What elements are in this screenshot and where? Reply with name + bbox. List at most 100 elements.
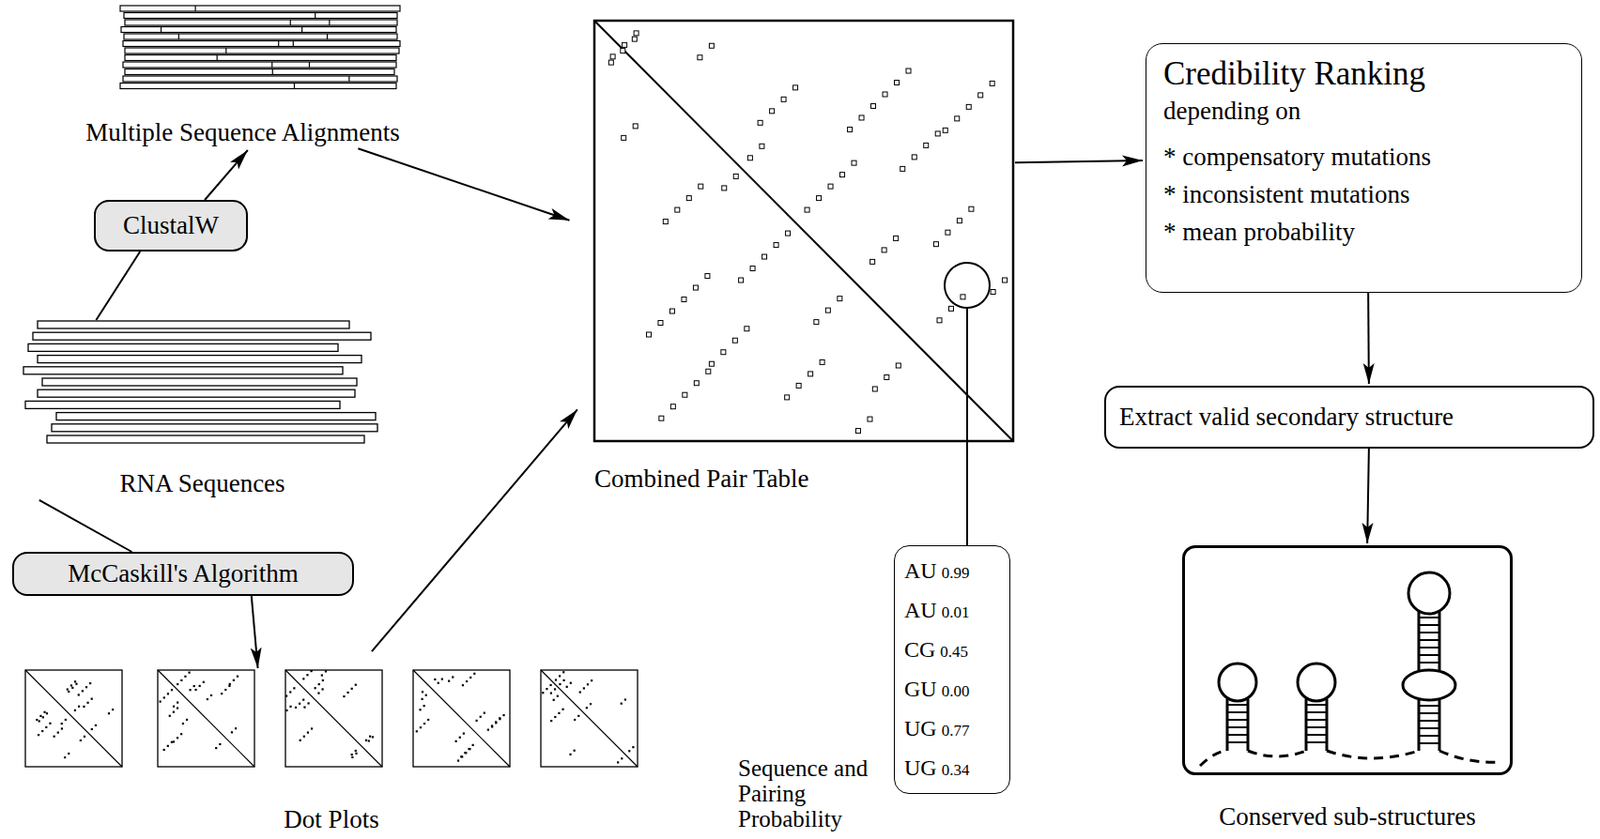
alignment-row	[120, 5, 400, 12]
dot	[172, 740, 175, 743]
pair-mark	[682, 392, 688, 398]
pair-mark	[785, 230, 791, 236]
pair-mark	[633, 30, 639, 36]
base-pair	[1418, 712, 1440, 715]
dot	[299, 739, 302, 742]
pair-mark	[697, 55, 703, 61]
leader-line	[966, 307, 969, 546]
dot	[193, 685, 196, 688]
dot	[447, 680, 450, 683]
alignment-gap	[271, 61, 273, 68]
dot	[167, 692, 170, 695]
pair-mark	[658, 321, 663, 326]
dot	[91, 728, 93, 731]
dot	[302, 699, 305, 702]
pair-mark	[622, 42, 628, 47]
dot	[86, 702, 89, 705]
dot	[46, 712, 48, 715]
process-box: McCaskill's Algorithm	[12, 552, 354, 597]
dot	[163, 749, 166, 752]
flow-arrow	[357, 148, 570, 220]
base-pair	[1227, 734, 1248, 737]
base-pair	[1418, 616, 1440, 619]
dot	[324, 670, 327, 673]
dot	[579, 691, 582, 693]
alignment-gap	[328, 19, 330, 26]
dot	[423, 723, 426, 725]
sequence-bar	[56, 413, 376, 421]
dot	[550, 720, 553, 723]
alignment-gap	[326, 33, 328, 40]
alignment-gap	[314, 13, 316, 19]
dot	[81, 690, 84, 693]
dot	[483, 712, 486, 715]
alignment-gap	[290, 19, 292, 26]
dot	[74, 709, 77, 712]
pair-mark	[757, 120, 763, 125]
pair-mark	[659, 415, 664, 421]
dot	[289, 706, 292, 708]
dot	[167, 745, 170, 748]
pair-mark	[759, 143, 765, 149]
figure-label: RNA Sequences	[119, 469, 285, 499]
dot	[460, 755, 462, 758]
dot	[628, 750, 631, 753]
figure-node: Combined Pair Table	[594, 20, 1014, 494]
pair-mark	[935, 131, 940, 137]
sequence-bar	[25, 400, 340, 409]
pair-mark	[681, 297, 687, 303]
alignment-gap	[308, 61, 310, 68]
dot	[292, 687, 295, 690]
dot	[421, 698, 424, 701]
dot	[491, 725, 493, 728]
alignment-row	[124, 47, 400, 54]
dot	[415, 730, 418, 733]
pair-mark	[937, 318, 942, 324]
dot	[298, 703, 301, 706]
pair-table-square	[594, 20, 1014, 442]
base-pair	[1418, 646, 1440, 649]
dot	[441, 678, 444, 681]
dot	[172, 706, 175, 708]
box-text: * mean probability	[1163, 213, 1565, 251]
dot	[322, 679, 324, 682]
dot	[437, 682, 440, 685]
pair-mark	[784, 395, 790, 400]
base-pair	[1418, 705, 1440, 708]
dot	[107, 712, 110, 715]
dot	[180, 733, 183, 736]
dot	[354, 684, 357, 687]
dot	[303, 736, 306, 739]
pair-mark	[769, 108, 775, 114]
base-pair	[1418, 735, 1440, 738]
dot-plot-square	[25, 670, 123, 768]
pair-mark	[884, 374, 890, 380]
base-pair	[1418, 624, 1440, 627]
base-pair-name: UG	[904, 716, 938, 741]
pair-mark	[989, 80, 995, 86]
dot	[220, 692, 223, 695]
dot	[43, 711, 46, 714]
pair-mark	[620, 48, 626, 54]
dot	[354, 750, 357, 753]
dot	[70, 684, 73, 687]
base-pair-name: GU	[904, 676, 938, 702]
base-pair-name: CG	[904, 637, 936, 662]
dot	[354, 753, 357, 755]
flow-arrow	[204, 150, 248, 200]
dot	[234, 727, 237, 730]
pair-mark	[814, 320, 819, 325]
probability-value: 0.77	[941, 722, 970, 740]
figure-label: Multiple Sequence Alignments	[85, 118, 400, 148]
dot	[172, 711, 175, 714]
dot	[77, 693, 80, 696]
alignment-gap	[160, 27, 162, 33]
dot	[169, 715, 171, 718]
alignment-row	[123, 76, 398, 82]
alignment-row	[121, 27, 397, 33]
dot	[176, 707, 179, 709]
base-pair	[1306, 704, 1327, 707]
dot	[170, 689, 173, 692]
dot	[620, 703, 623, 706]
dot	[631, 746, 634, 749]
